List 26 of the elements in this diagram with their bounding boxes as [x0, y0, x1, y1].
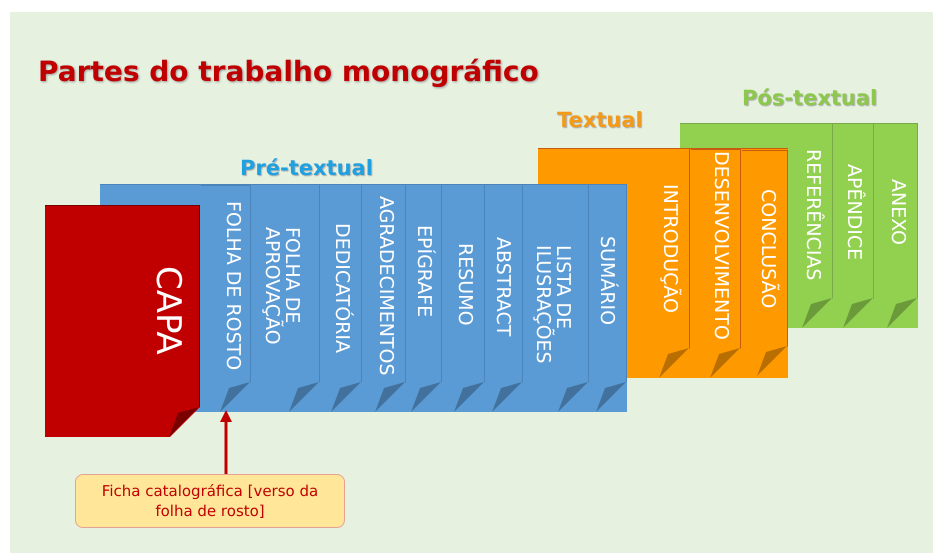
title: Partes do trabalho monográfico: [38, 55, 539, 88]
page-title: EPÍGRAFE: [413, 225, 433, 318]
page-title: CONCLUSÃO: [757, 189, 777, 308]
page-title: LISTA DE ILUSRAÇÕES: [532, 245, 572, 360]
group-heading: Pós-textual: [742, 86, 878, 110]
page-sheet: [742, 150, 788, 376]
page-title: INTRODUÇÃO: [659, 184, 679, 314]
page-title: AGRADECIMENTOS: [375, 196, 395, 376]
page-sheet: [45, 205, 200, 437]
page-title: ABSTRACT: [492, 237, 512, 336]
page-title: DEDICATÓRIA: [331, 223, 351, 354]
page-title: ANEXO: [887, 179, 907, 245]
page-sheet: [201, 185, 251, 412]
page-title: FOLHA DE APROVAÇÃO: [261, 227, 301, 347]
callout-box: Ficha catalográfica [verso da folha de rosto]: [75, 474, 345, 528]
page-title: DESENVOLVIMENTO: [710, 151, 730, 340]
group-heading: Textual: [557, 108, 643, 132]
page-title: FOLHA DE ROSTO: [222, 201, 242, 370]
page-title: CAPA: [149, 266, 185, 355]
page-title: APÊNDICE: [843, 164, 863, 260]
group-heading: Pré-textual: [240, 156, 373, 180]
arrow: [220, 410, 232, 474]
page-title: REFERÊNCIAS: [802, 149, 822, 280]
page-sheet: [691, 149, 741, 378]
page-title: SUMÁRIO: [596, 236, 616, 326]
page-title: RESUMO: [454, 243, 474, 326]
